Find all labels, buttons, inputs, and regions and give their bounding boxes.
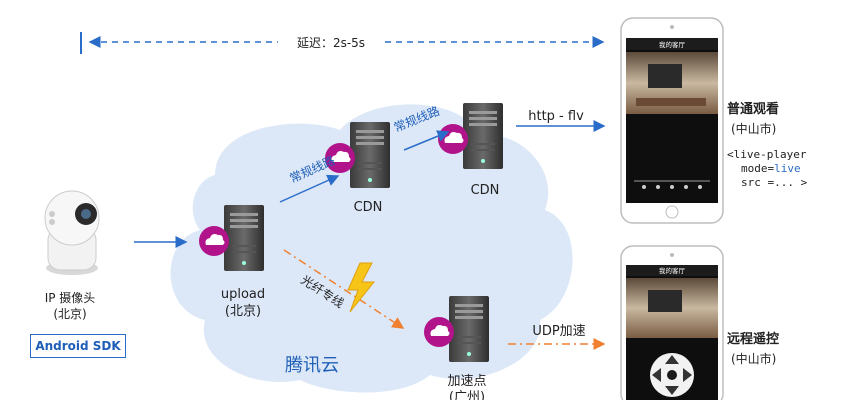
- fiber-arrow: [283, 249, 405, 329]
- android-sdk-badge: Android SDK: [30, 334, 126, 358]
- udp-label: UDP加速: [532, 324, 585, 339]
- code-line-3: src =... >: [741, 176, 808, 189]
- http-flv-label: http - flv: [528, 109, 584, 124]
- upload-location: (北京): [225, 304, 261, 319]
- remote-title: 远程遥控: [727, 331, 779, 347]
- camera-location: (北京): [53, 307, 86, 321]
- viewer-phone-icon: 我的客厅: [620, 17, 724, 224]
- camera-name: IP 摄像头: [45, 290, 96, 305]
- code-line-2: mode=live: [741, 162, 801, 175]
- upload-name: upload: [221, 287, 265, 302]
- upload-cdn1-arrow: [279, 174, 340, 203]
- code-mode-key: mode=: [741, 162, 774, 175]
- remote-phone-icon: 我的客厅: [620, 245, 724, 400]
- cdn1-cdn2-arrow: [403, 130, 450, 151]
- cdn1-name: CDN: [354, 200, 383, 215]
- lightning-icon: [347, 262, 376, 313]
- accel-name: 加速点: [447, 374, 486, 389]
- cloud-label: 腾讯云: [285, 355, 339, 376]
- latency-indicator: [80, 32, 605, 54]
- viewer-location: (中山市): [731, 121, 776, 136]
- viewer-title: 普通观看: [727, 101, 779, 117]
- code-line-1: <live-player: [727, 148, 807, 161]
- remote-location: (中山市): [731, 351, 776, 366]
- cdn2-name: CDN: [471, 183, 500, 198]
- latency-label: 延迟：2s-5s: [297, 36, 365, 50]
- viewer-phone-title: 我的客厅: [659, 40, 686, 49]
- ip-camera-icon: [44, 190, 100, 275]
- code-mode-value: live: [774, 162, 801, 175]
- remote-phone-title: 我的客厅: [659, 266, 686, 275]
- accel-location: (广州): [449, 390, 485, 400]
